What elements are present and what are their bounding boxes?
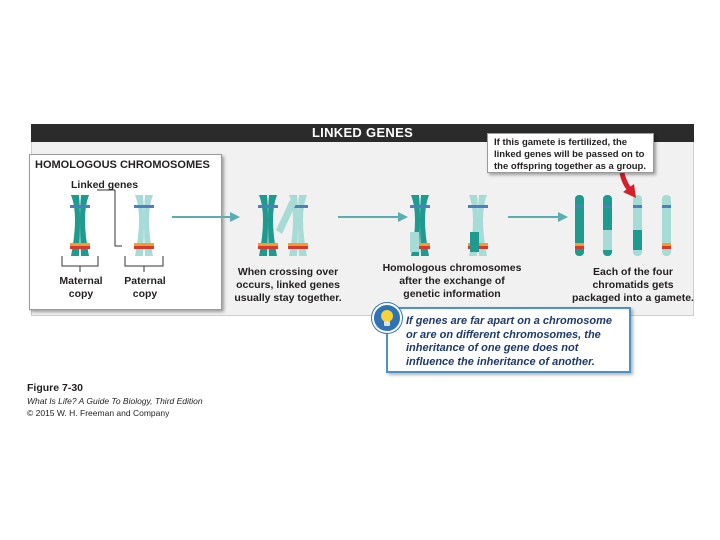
linked-genes-bracket — [97, 189, 122, 247]
exchange-caption: Homologous chromosomes after the exchang… — [382, 262, 522, 300]
crossing-maternal — [258, 195, 278, 256]
paternal-chromosome-x — [134, 195, 154, 256]
crossover-segment — [276, 200, 296, 234]
paternal-bracket — [124, 256, 164, 272]
crossing-paternal — [288, 195, 308, 256]
linked-genes-label: Linked genes — [71, 179, 139, 191]
maternal-copy-label: Maternal copy — [59, 275, 103, 300]
independent-inheritance-callout: If genes are far apart on a chromosome o… — [386, 307, 631, 373]
maternal-chromosome-x — [70, 195, 90, 256]
diagram-title: LINKED GENES — [311, 125, 414, 140]
gamete-chromatid-3 — [633, 195, 642, 256]
homologous-chromosomes-title: HOMOLOGOUS CHROMOSOMES — [35, 159, 210, 171]
gamete-chromatids — [575, 195, 671, 256]
packaged-caption: Each of the four chromatids gets package… — [572, 266, 694, 304]
crossing-over-chromosomes — [258, 195, 308, 256]
maternal-bracket — [61, 256, 99, 272]
fertilized-gamete-callout: If this gamete is fertilized, the linked… — [487, 133, 654, 173]
process-arrows — [172, 212, 568, 222]
paternal-chromosome — [134, 195, 154, 256]
homologous-chromosomes-box — [29, 154, 222, 310]
gamete-pointer-arrow — [619, 172, 636, 198]
gamete-chromatid-1 — [575, 195, 584, 256]
exchanged-chromosomes — [410, 195, 488, 256]
maternal-chromosome — [70, 195, 90, 256]
figure-source: What Is Life? A Guide To Biology, Third … — [27, 396, 203, 406]
paternal-copy-label: Paternal copy — [124, 275, 166, 300]
gamete-chromatid-4 — [662, 195, 671, 256]
figure-copyright: © 2015 W. H. Freeman and Company — [27, 408, 170, 418]
crossing-over-caption: When crossing over occurs, linked genes … — [234, 266, 342, 304]
figure-number: Figure 7-30 — [27, 382, 84, 394]
lightbulb-icon — [372, 303, 402, 333]
gamete-chromatid-2 — [603, 195, 612, 256]
